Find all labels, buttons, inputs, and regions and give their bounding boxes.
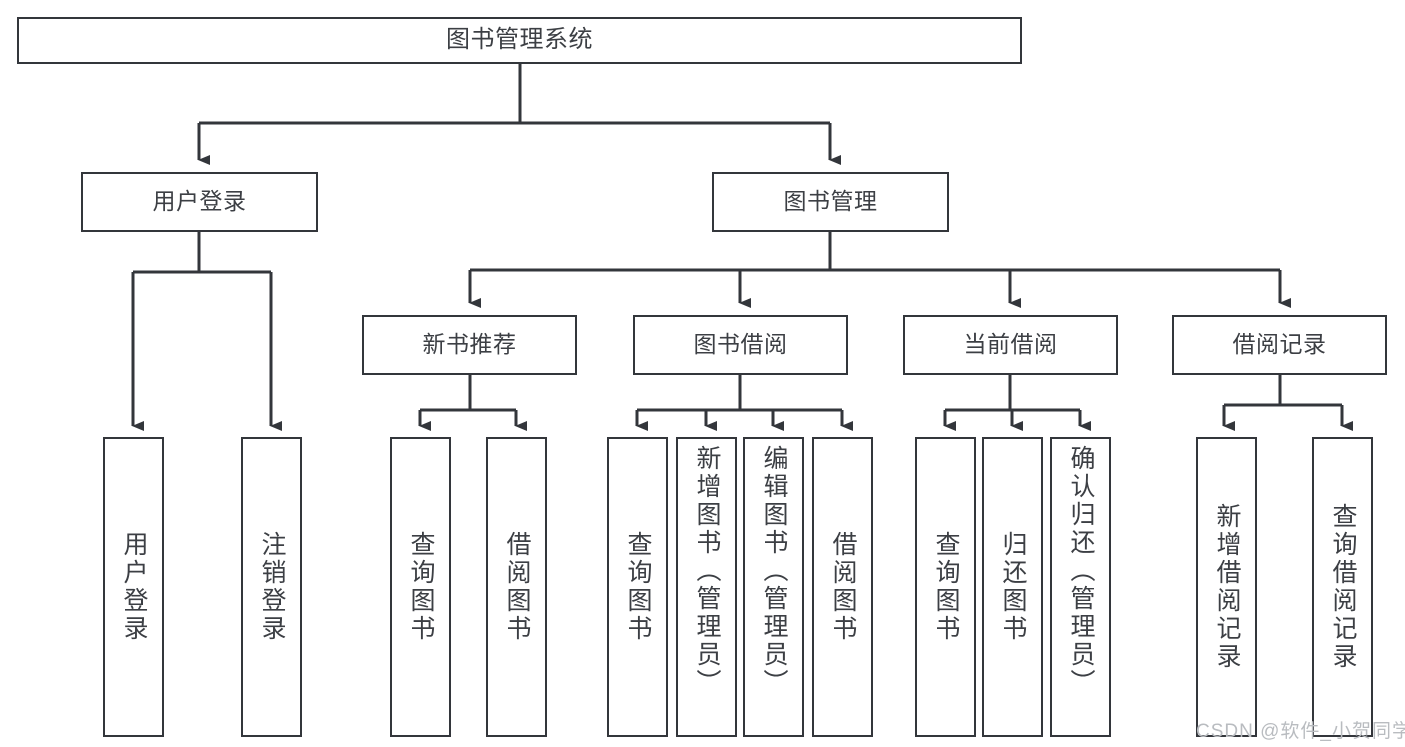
node-leaf-return-book-label: 归还图书	[999, 531, 1027, 643]
node-leaf-add-book[interactable]: 新增图书（管理员）	[676, 437, 737, 737]
node-borrow-record[interactable]: 借阅记录	[1172, 315, 1387, 375]
node-new-book-recommend-label: 新书推荐	[422, 331, 517, 358]
node-book-borrow[interactable]: 图书借阅	[633, 315, 848, 375]
node-leaf-user-login[interactable]: 用户登录	[103, 437, 164, 737]
node-leaf-edit-book[interactable]: 编辑图书（管理员）	[743, 437, 804, 737]
node-new-book-recommend[interactable]: 新书推荐	[362, 315, 577, 375]
node-leaf-query-book-1-label: 查询图书	[407, 531, 435, 643]
node-root-label: 图书管理系统	[446, 26, 593, 54]
node-leaf-query-book-2[interactable]: 查询图书	[607, 437, 668, 737]
node-leaf-confirm-return[interactable]: 确认归还（管理员）	[1050, 437, 1111, 737]
node-book-borrow-label: 图书借阅	[693, 331, 788, 358]
node-leaf-borrow-book-1-label: 借阅图书	[503, 531, 531, 643]
node-leaf-borrow-book-2-label: 借阅图书	[829, 531, 857, 643]
node-book-manage[interactable]: 图书管理	[712, 172, 949, 232]
node-leaf-user-logout-label: 注销登录	[258, 531, 286, 643]
node-leaf-user-logout[interactable]: 注销登录	[241, 437, 302, 737]
node-leaf-user-login-label: 用户登录	[120, 531, 148, 643]
node-leaf-edit-book-label: 编辑图书（管理员）	[760, 445, 788, 697]
node-leaf-confirm-return-label: 确认归还（管理员）	[1067, 445, 1095, 697]
node-leaf-query-record-label: 查询借阅记录	[1329, 503, 1357, 671]
node-leaf-borrow-book-2[interactable]: 借阅图书	[812, 437, 873, 737]
node-current-borrow[interactable]: 当前借阅	[903, 315, 1118, 375]
node-leaf-add-book-label: 新增图书（管理员）	[693, 445, 721, 697]
node-leaf-return-book[interactable]: 归还图书	[982, 437, 1043, 737]
csdn-watermark: CSDN @软件_小贺同学	[1196, 721, 1405, 742]
node-leaf-query-book-3[interactable]: 查询图书	[915, 437, 976, 737]
node-leaf-query-book-1[interactable]: 查询图书	[390, 437, 451, 737]
node-user-login[interactable]: 用户登录	[81, 172, 318, 232]
node-leaf-query-book-3-label: 查询图书	[932, 531, 960, 643]
node-leaf-query-book-2-label: 查询图书	[624, 531, 652, 643]
node-leaf-query-record[interactable]: 查询借阅记录	[1312, 437, 1373, 737]
node-current-borrow-label: 当前借阅	[963, 331, 1058, 358]
node-root[interactable]: 图书管理系统	[17, 17, 1022, 64]
node-user-login-label: 用户登录	[152, 188, 247, 215]
node-leaf-add-record-label: 新增借阅记录	[1213, 503, 1241, 671]
node-book-manage-label: 图书管理	[783, 188, 878, 215]
node-leaf-add-record[interactable]: 新增借阅记录	[1196, 437, 1257, 737]
node-borrow-record-label: 借阅记录	[1232, 331, 1327, 358]
node-leaf-borrow-book-1[interactable]: 借阅图书	[486, 437, 547, 737]
